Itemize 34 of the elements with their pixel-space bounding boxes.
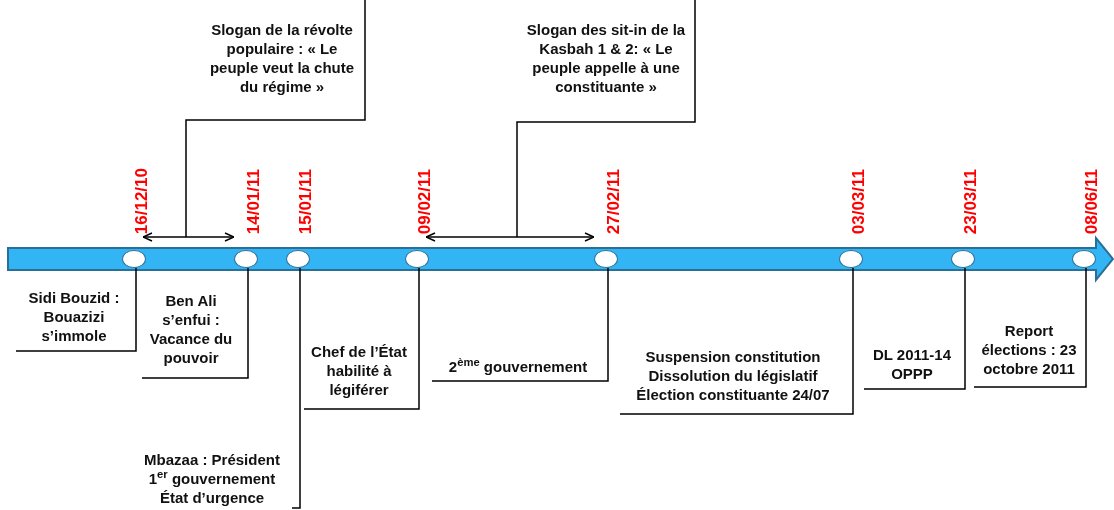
date-label: 27/02/11 (604, 168, 624, 234)
event-description: Slogan des sit-in de la Kasbah 1 & 2: « Le peuple appelle à une constituante » (525, 20, 687, 96)
event-description: Sidi Bouzid : Bouazizi s’immole (27, 287, 121, 345)
leader-line (291, 267, 301, 509)
event-description: Chef de l’État habilité à légiférer (310, 341, 408, 399)
event-description: Élection constituante 24/07 (636, 384, 830, 404)
event-description: État d’urgence (159, 487, 265, 507)
leader-line (619, 267, 854, 415)
leader-line (973, 267, 1087, 388)
event-description: Suspension constitution (645, 346, 821, 366)
double-arrow (425, 232, 595, 242)
event-description: Report élections : 23 octobre 2011 (980, 321, 1078, 378)
leader-line (15, 267, 137, 352)
leader-line (431, 267, 609, 382)
event-description: DL 2011-14 OPPP (871, 344, 953, 383)
event-description: Ben Ali s’enfui : Vacance du pouvoir (148, 290, 234, 367)
event-description: Dissolution du législatif (648, 365, 818, 385)
leader-line (303, 267, 420, 410)
date-label: 08/06/11 (1082, 168, 1102, 234)
event-description: 2$^{ème}$ gouvernement (448, 357, 588, 376)
double-arrow (142, 232, 235, 242)
leader-line (516, 0, 696, 238)
date-label: 16/12/10 (132, 167, 152, 234)
leader-line (863, 267, 966, 390)
date-label: 14/01/11 (244, 168, 264, 234)
event-description: Mbazaa : Président (144, 449, 280, 469)
date-label: 03/03/11 (849, 168, 869, 234)
event-description: 1$^{er}$ gouvernement (148, 468, 276, 488)
leader-line (185, 0, 366, 238)
leader-line (141, 267, 249, 379)
date-label: 09/02/11 (415, 168, 435, 234)
date-label: 15/01/11 (296, 168, 316, 234)
date-label: 23/03/11 (961, 168, 981, 234)
event-description: Slogan de la révolte populaire : « Le peuple veut la chute du régime » (208, 20, 356, 96)
